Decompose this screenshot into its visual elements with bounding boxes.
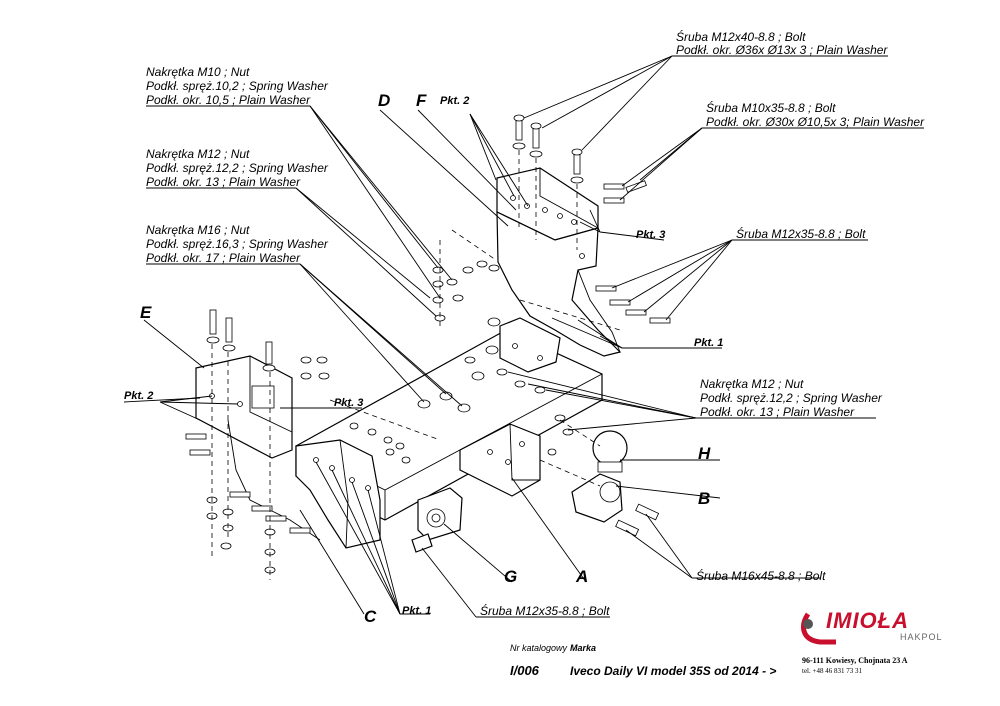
part-letter-f: F [416,91,427,110]
catalog-number: I/006 [510,663,540,678]
mounting-plate-a [459,423,541,497]
socket-plate-g [411,487,463,553]
logo-ball-icon [803,619,813,629]
part-letter-g: G [504,567,517,586]
part-letters: D F E C G A H B [140,91,711,626]
label-plain-17: Podkł. okr. 17 ; Plain Washer [146,251,301,265]
pkt-1-bottom: Pkt. 1 [402,605,431,617]
brand-label: Marka [570,643,596,653]
label-nut-m10: Nakrętka M10 ; Nut [146,65,250,79]
imiola-logo: IMIOŁA HAKPOL [801,608,943,645]
bracket-d-f [496,167,622,357]
label-spring-12-right: Podkł. spręż.12,2 ; Spring Washer [700,391,883,405]
label-nut-m12-right: Nakrętka M12 ; Nut [700,377,804,391]
company-phone: tel. +48 46 831 73 31 [802,667,862,675]
part-letter-a: A [575,567,588,586]
label-plain-10: Podkł. okr. 10,5 ; Plain Washer [146,93,311,107]
label-washer-30: Podkł. okr. Ø30x Ø10,5x 3; Plain Washer [706,115,925,129]
company-address: 96-111 Kowiesy, Chojnata 23 A [802,656,908,665]
label-nut-m12: Nakrętka M12 ; Nut [146,147,250,161]
label-washer-36: Podkł. okr. Ø36x Ø13x 3 ; Plain Washer [676,43,888,57]
part-letter-e: E [140,303,152,322]
point-markers: Pkt. 2 Pkt. 3 Pkt. 1 Pkt. 2 Pkt. 3 Pkt. … [124,95,723,617]
assembly-lines [211,150,621,580]
logo-text: IMIOŁA [826,608,909,633]
logo-subtitle: HAKPOL [900,632,943,642]
callout-labels: Śruba M12x40-8.8 ; Bolt Podkł. okr. Ø36x… [146,29,925,618]
label-spring-10: Podkł. spręż.10,2 ; Spring Washer [146,79,329,93]
bracket-e-c [195,355,381,549]
label-plain-13-right: Podkł. okr. 13 ; Plain Washer [700,405,855,419]
label-spring-16: Podkł. spręż.16,3 ; Spring Washer [146,237,329,251]
label-bolt-m12x35-right: Śruba M12x35-8.8 ; Bolt [736,226,866,241]
title-block: Nr katalogowy Marka I/006 Iveco Daily VI… [510,608,943,678]
hardware [185,114,671,574]
label-plain-13: Podkł. okr. 13 ; Plain Washer [146,175,301,189]
pkt-2-left: Pkt. 2 [124,390,153,402]
pkt-2-top: Pkt. 2 [440,95,469,107]
part-letter-h: H [698,444,711,463]
label-bolt-m16x45: Śruba M16x45-8.8 ; Bolt [696,568,826,583]
part-letter-d: D [378,91,390,110]
pkt-1-right: Pkt. 1 [694,337,723,349]
label-spring-12: Podkł. spręż.12,2 ; Spring Washer [146,161,329,175]
label-nut-m16: Nakrętka M16 ; Nut [146,223,250,237]
label-bolt-m10x35: Śruba M10x35-8.8 ; Bolt [706,100,836,115]
ball-neck-b [571,473,623,523]
label-bolt-m12x40: Śruba M12x40-8.8 ; Bolt [676,29,806,44]
pkt-3-top: Pkt. 3 [636,229,665,241]
parts-drawing [185,114,671,580]
pkt-3-left: Pkt. 3 [334,397,363,409]
part-letter-b: B [698,489,710,508]
tow-ball-h [592,430,628,473]
logo-swoosh-icon [801,612,836,645]
vehicle-model: Iveco Daily VI model 35S od 2014 - > [570,664,776,678]
leader-lines [123,55,924,618]
catalog-label: Nr katalogowy [510,643,568,653]
part-letter-c: C [364,607,377,626]
label-bolt-m12x35-bottom: Śruba M12x35-8.8 ; Bolt [480,603,610,618]
